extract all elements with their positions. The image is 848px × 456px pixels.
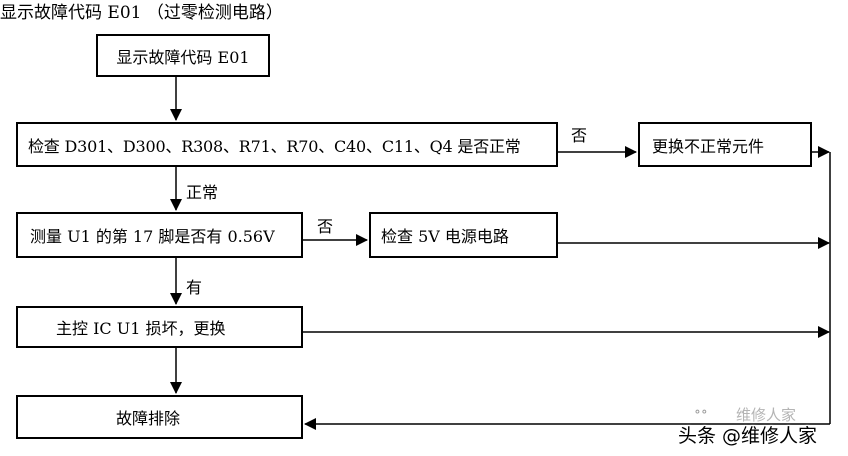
box-replace-parts: 更换不正常元件 [638,122,812,167]
box-measure-u1: 测量 U1 的第 17 脚是否有 0.56V [16,212,303,258]
edge-label-yes: 有 [186,278,203,297]
box-check-5v: 检查 5V 电源电路 [369,212,558,258]
box-show-code-text: 显示故障代码 E01 [116,47,250,67]
wechat-icon: ∘∘ [694,404,708,420]
box-main-ic-text: 主控 IC U1 损坏，更换 [56,319,226,338]
box-check-parts-text: 检查 D301、D300、R308、R71、R70、C40、C11、Q4 是否正… [28,136,521,156]
box-main-ic: 主控 IC U1 损坏，更换 [16,306,303,348]
edge-label-no-1: 否 [571,126,588,145]
box-check-5v-text: 检查 5V 电源电路 [381,227,509,246]
diagram-title: 显示故障代码 E01 （过零检测电路） [0,3,283,23]
watermark-main: 头条 @维修人家 [678,425,818,447]
box-show-code: 显示故障代码 E01 [96,34,270,77]
box-replace-parts-text: 更换不正常元件 [652,136,765,156]
watermark-faint: 维修人家 [736,406,797,424]
box-resolved-text: 故障排除 [116,409,181,428]
edge-label-normal: 正常 [186,183,219,202]
edge-label-no-2: 否 [317,217,334,236]
box-measure-u1-text: 测量 U1 的第 17 脚是否有 0.56V [30,227,275,246]
box-resolved: 故障排除 [16,395,303,439]
box-check-parts: 检查 D301、D300、R308、R71、R70、C40、C11、Q4 是否正… [16,122,558,167]
